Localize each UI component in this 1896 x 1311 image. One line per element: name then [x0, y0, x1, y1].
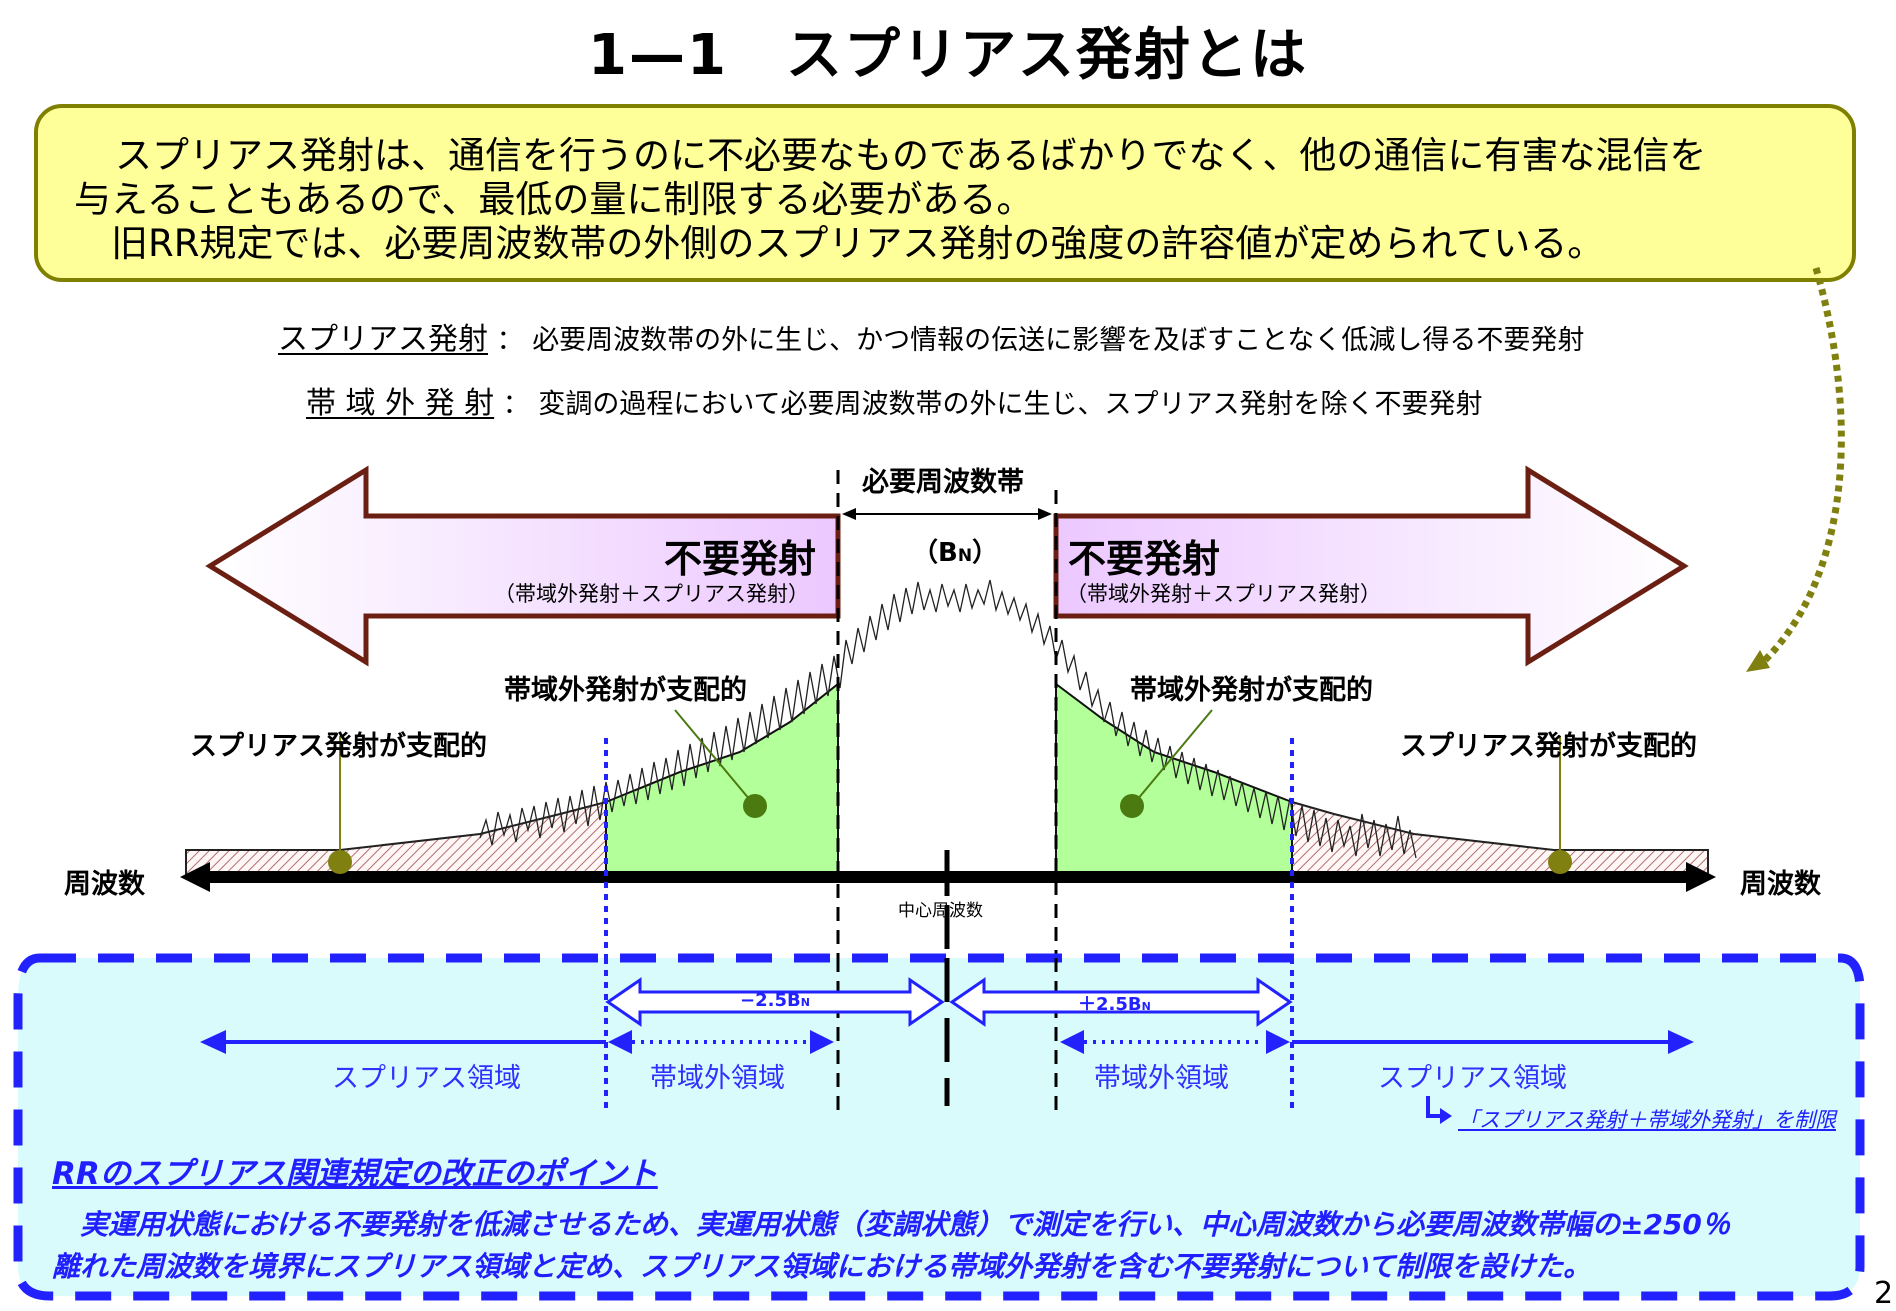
revision-point-title: RRのスプリアス関連規定の改正のポイント — [52, 1156, 658, 1192]
center-frequency-label: 中心周波数 — [898, 901, 983, 921]
left-arrow-subtitle: （帯域外発射＋スプリアス発射） — [494, 582, 809, 606]
right-unwanted-emission-arrow — [1053, 465, 1689, 667]
revision-point-line-2: 離れた周波数を境界にスプリアス領域と定め、スプリアス領域における帯域外発射を含む… — [52, 1250, 1592, 1283]
revision-point-line-1: 実運用状態における不要発射を低減させるため、実運用状態（変調状態）で測定を行い、… — [52, 1208, 1730, 1241]
definition-text: 変調の過程において必要周波数帯の外に生じ、スプリアス発射を除く不要発射 — [538, 389, 1483, 420]
page-number: 2 — [1874, 1276, 1894, 1311]
spurious-dominant-right-label: スプリアス発射が支配的 — [1400, 731, 1697, 762]
bn-close: ） — [972, 538, 999, 568]
definition-term: 帯 域 外 発 射 — [306, 386, 495, 421]
plus-2-5bn-label: ＋2.5BN — [1078, 990, 1151, 1016]
definition-spurious: スプリアス発射 ： 必要周波数帯の外に生じ、かつ情報の伝送に影響を及ぼすことなく… — [278, 314, 1584, 358]
left-unwanted-emission-arrow — [205, 465, 841, 667]
right-arrow-subtitle: （帯域外発射＋スプリアス発射） — [1066, 582, 1381, 606]
spurious-region-right-label: スプリアス領域 — [1378, 1063, 1567, 1094]
oob-dominant-right-label: 帯域外発射が支配的 — [1130, 675, 1373, 706]
definition-text: 必要周波数帯の外に生じ、かつ情報の伝送に影響を及ぼすことなく低減し得る不要発射 — [532, 325, 1585, 356]
oob-marker-left — [743, 794, 767, 818]
definition-term: スプリアス発射 — [278, 322, 488, 357]
bn-text: （B — [912, 538, 958, 568]
intro-callout: スプリアス発射は、通信を行うのに不必要なものであるばかりでなく、他の通信に有害な… — [34, 104, 1856, 282]
frequency-axis-label-left: 周波数 — [64, 869, 145, 900]
minus-label-sub: N — [800, 996, 810, 1009]
left-arrow-title: 不要発射 — [664, 537, 817, 581]
spurious-region-left-label: スプリアス領域 — [332, 1063, 521, 1094]
minus-label-text: −2.5B — [740, 990, 801, 1011]
axis-left-arrowhead-icon — [180, 862, 210, 892]
hook-arrow-icon — [1440, 1108, 1452, 1124]
minus-2-5bn-label: −2.5BN — [740, 990, 810, 1011]
definition-out-of-band: 帯 域 外 発 射 ： 変調の過程において必要周波数帯の外に生じ、スプリアス発射… — [306, 378, 1483, 422]
oob-region-left-label: 帯域外領域 — [650, 1063, 785, 1094]
oob-dominant-left-label: 帯域外発射が支配的 — [504, 675, 747, 706]
plus-label-text: ＋2.5B — [1078, 994, 1142, 1015]
oob-region-right-label: 帯域外領域 — [1094, 1063, 1229, 1094]
definition-separator: ： — [502, 389, 530, 420]
right-arrow-title: 不要発射 — [1068, 537, 1221, 581]
olive-arrowhead-icon — [1746, 650, 1770, 672]
frequency-axis-label-right: 周波数 — [1740, 869, 1821, 900]
intro-line-1: スプリアス発射は、通信を行うのに不必要なものであるばかりでなく、他の通信に有害な… — [78, 134, 1707, 177]
bn-label: （BN） — [912, 532, 998, 569]
page-title: 1—1 スプリアス発射とは — [588, 23, 1308, 88]
intro-line-2: 与えることもあるので、最低の量に制限する必要がある。 — [74, 178, 1034, 221]
definition-separator: ： — [496, 325, 524, 356]
plus-label-sub: N — [1141, 1000, 1151, 1013]
oob-marker-right — [1120, 794, 1144, 818]
spurious-marker-left — [328, 850, 352, 874]
limit-note: 「スプリアス発射＋帯域外発射」を制限 — [1458, 1108, 1836, 1132]
axis-right-arrowhead-icon — [1686, 862, 1716, 892]
spurious-dominant-left-label: スプリアス発射が支配的 — [190, 731, 487, 762]
spurious-marker-right — [1548, 850, 1572, 874]
necessary-band-label: 必要周波数帯 — [862, 467, 1024, 498]
intro-line-3: 旧RR規定では、必要周波数帯の外側のスプリアス発射の強度の許容値が定められている… — [74, 222, 1605, 265]
bn-subscript: N — [957, 546, 973, 566]
